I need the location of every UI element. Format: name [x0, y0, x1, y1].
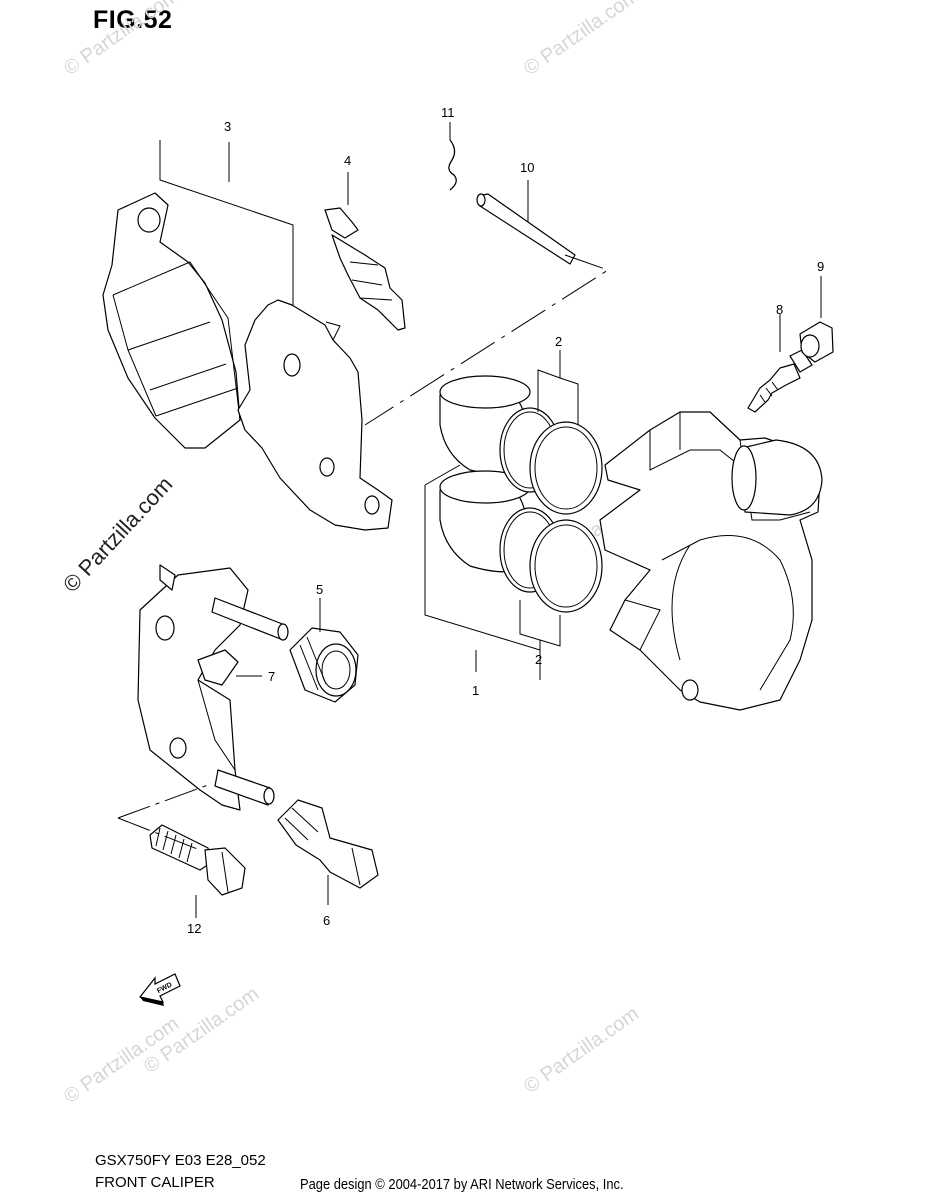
caliper-body [599, 411, 823, 711]
caliper-bracket [137, 564, 289, 811]
slide-pin-boot [289, 627, 359, 703]
slide-pin [277, 799, 379, 889]
callout-12: 12 [187, 921, 201, 936]
diagram-caption: FRONT CALIPER [95, 1174, 215, 1191]
piston-seal-upper [499, 407, 603, 515]
leader-lines [117, 122, 822, 918]
forward-direction-icon: FWD [138, 973, 181, 1006]
callout-11: 11 [441, 105, 455, 120]
callout-2-upper: 2 [555, 334, 562, 349]
piston-seal-lower [499, 507, 603, 613]
callout-6: 6 [323, 913, 330, 928]
callout-8: 8 [776, 302, 783, 317]
pad-spring [324, 207, 406, 331]
pad-pin-clip [448, 139, 457, 191]
callout-1: 1 [472, 683, 479, 698]
brake-pad-rear [237, 299, 393, 531]
callout-10: 10 [520, 160, 534, 175]
callout-7: 7 [268, 669, 275, 684]
callout-2-lower: 2 [535, 652, 542, 667]
diagram-code: GSX750FY E03 E28_052 [95, 1152, 266, 1169]
bleeder-valve [747, 349, 813, 413]
figure-title: FIG.52 [93, 6, 173, 34]
callout-9: 9 [817, 259, 824, 274]
callout-4: 4 [344, 153, 351, 168]
pad-pin [476, 193, 576, 265]
callout-3: 3 [224, 119, 231, 134]
copyright-footer: Page design © 2004-2017 by ARI Network S… [300, 1176, 624, 1193]
caliper-mounting-bolt [149, 824, 246, 896]
callout-labels: 3 4 11 10 9 8 2 2 1 5 7 12 6 [187, 105, 824, 936]
bleeder-cap [799, 321, 834, 363]
brake-pad-front [102, 192, 241, 449]
callout-5: 5 [316, 582, 323, 597]
